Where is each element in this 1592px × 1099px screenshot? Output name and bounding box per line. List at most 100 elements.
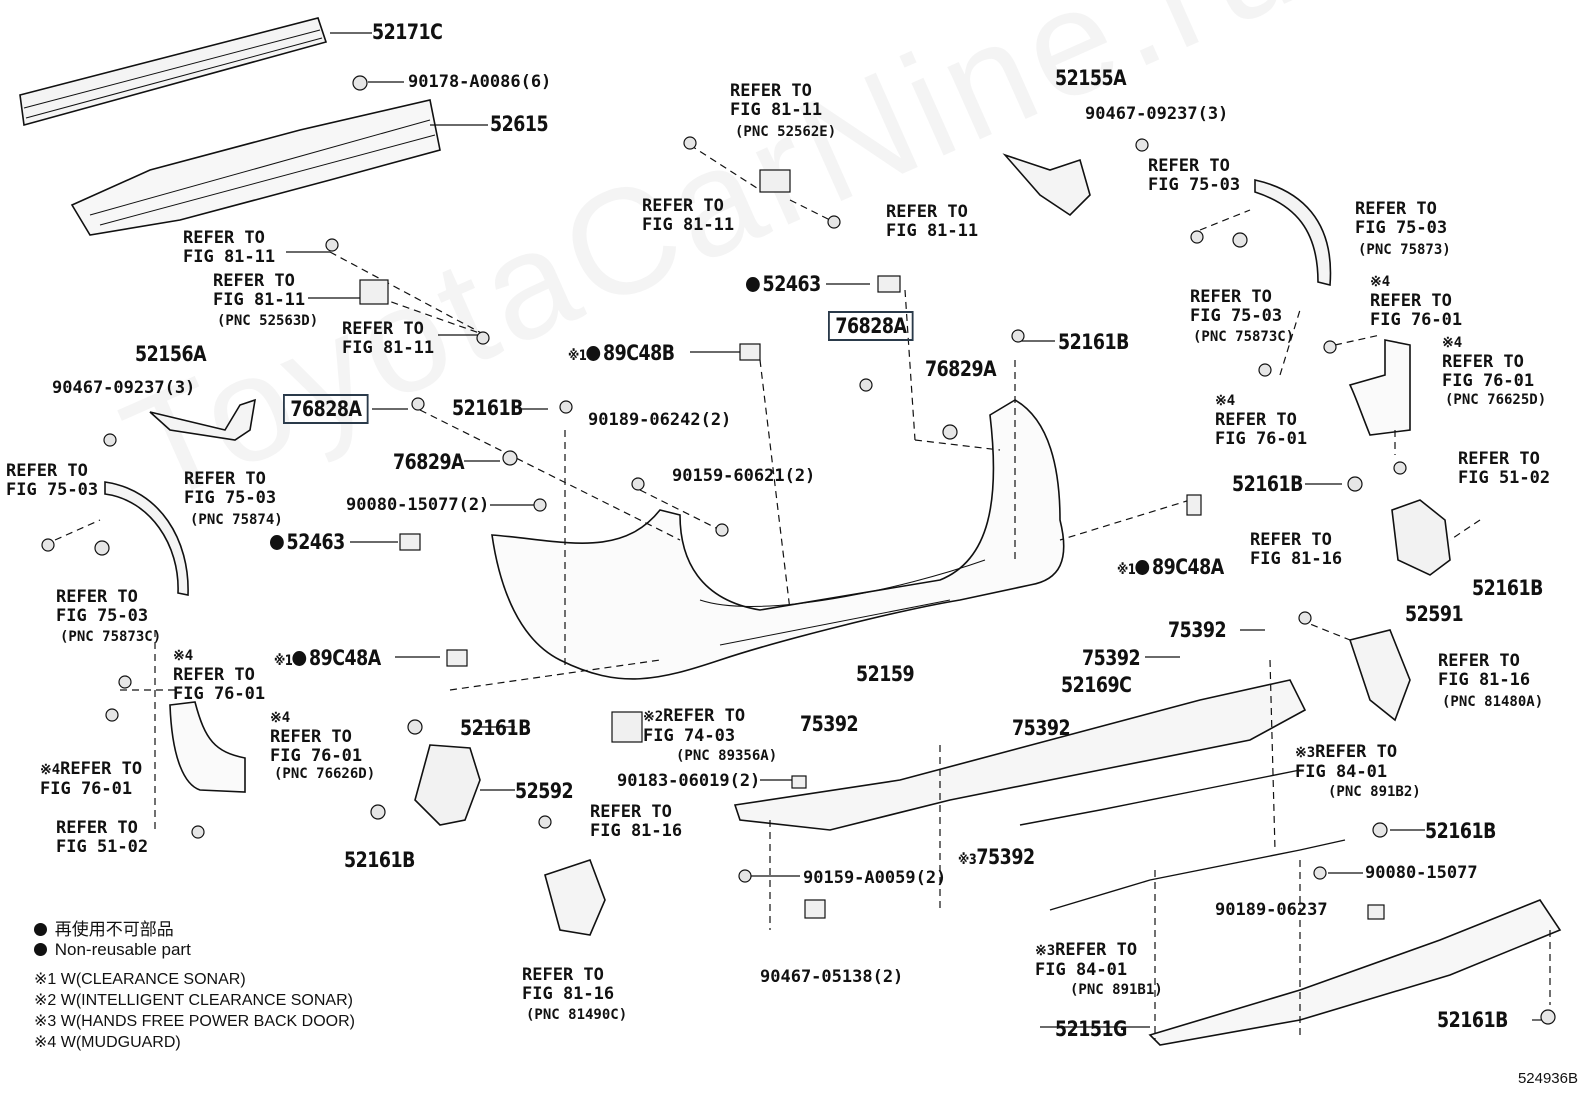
- clip-o: [1323, 340, 1337, 354]
- clip-90189: [1367, 904, 1385, 920]
- sensor-bracket-52591: [1391, 499, 1451, 576]
- part-52161b-c: 52161B: [1232, 472, 1303, 496]
- clip-w: [407, 719, 423, 735]
- lower-skirt-52169c: [733, 679, 1307, 831]
- ref-pnc-81490c: (PNC 81490C): [526, 1007, 628, 1023]
- clip-90183: [791, 775, 807, 789]
- drawing-code: 524936B: [1517, 1070, 1578, 1087]
- ref-fig-81-16-b: REFER TO FIG 81-16: [1438, 651, 1531, 690]
- part-90080-right: 90080-15077: [1365, 863, 1478, 883]
- ref-fig-75-03-f: REFER TO FIG 75-03: [1190, 287, 1283, 326]
- part-52161b-a: 52161B: [452, 396, 523, 420]
- part-90189-06237: 90189-06237: [1215, 900, 1328, 920]
- ref-fig-81-16-c: REFER TO FIG 81-16: [590, 802, 683, 841]
- legend-non-reusable-jp: 再使用不可部品: [34, 915, 174, 940]
- ref-pnc-52563d: (PNC 52563D): [217, 313, 319, 329]
- clip-c: [476, 331, 490, 345]
- hinge-81-11: [759, 169, 791, 193]
- part-52161b-i: 52161B: [1437, 1008, 1508, 1032]
- bracket-81-11-b: [359, 279, 389, 305]
- legend-note-1: ※1 W(CLEARANCE SONAR): [34, 971, 246, 988]
- part-52161b-b: 52161B: [1058, 330, 1129, 354]
- energy-absorber-52615: [70, 99, 441, 236]
- ref-pnc-75874: (PNC 75874): [190, 512, 283, 528]
- ref-fig-81-11-f: REFER TO FIG 81-11: [886, 202, 979, 241]
- cap-52463-l: [399, 533, 421, 551]
- ref-pnc-76626d: (PNC 76626D): [274, 766, 376, 782]
- part-75392-e: ※375392: [958, 845, 1035, 869]
- ref-fig-81-16-d: REFER TO FIG 81-16: [522, 965, 615, 1004]
- clip-r: [1347, 476, 1363, 492]
- ref-pnc-891b1: (PNC 891B1): [1070, 982, 1163, 998]
- side-retainer-52156a: [149, 398, 257, 441]
- ref-pnc-75873: (PNC 75873): [1358, 242, 1451, 258]
- part-52155a: 52155A: [1055, 66, 1127, 90]
- part-76829a-center: 76829A: [925, 357, 997, 381]
- clip-g: [631, 477, 645, 491]
- bumper-cover-52159: [491, 399, 1065, 680]
- lower-molding-52151g: [1148, 899, 1562, 1046]
- mudguard-left: [169, 701, 246, 793]
- legend-note-2: ※2 W(INTELLIGENT CLEARANCE SONAR): [34, 992, 353, 1009]
- clip-ad: [118, 675, 132, 689]
- ref-fig-75-03-c: REFER TO FIG 75-03: [56, 587, 149, 626]
- part-75392-d: 75392: [1012, 716, 1071, 740]
- clip-u: [1313, 866, 1327, 880]
- part-76828a-left[interactable]: 76828A: [283, 394, 369, 424]
- clip-i: [859, 378, 873, 392]
- part-52169c: 52169C: [1061, 673, 1132, 697]
- part-76828a-center[interactable]: 76828A: [828, 311, 914, 341]
- clip-af: [191, 825, 205, 839]
- part-52161b-h: 52161B: [1425, 819, 1496, 843]
- part-90467-left: 90467-09237(3): [52, 378, 196, 398]
- sensor-wire: [1019, 769, 1301, 826]
- legend-note-4: ※4 W(MUDGUARD): [34, 1034, 181, 1051]
- sonar-panel: [611, 711, 643, 743]
- clip-h: [715, 523, 729, 537]
- non-reusable-dot: [746, 277, 760, 292]
- clip-ai: [559, 400, 573, 414]
- ref-fig-84-01-a: ※3REFER TO FIG 84-01: [1295, 742, 1398, 782]
- clip-z: [738, 869, 752, 883]
- part-90159-a0059: 90159-A0059(2): [803, 868, 947, 888]
- ref-pnc-89356a: (PNC 89356A): [676, 748, 778, 764]
- clip-j: [942, 424, 958, 440]
- ref-fig-76-01-c: ※4REFER TO FIG 76-01: [40, 759, 143, 799]
- part-52463-center: 52463: [746, 272, 821, 296]
- ref-fig-75-03-d: REFER TO FIG 75-03: [1148, 156, 1241, 195]
- ref-fig-75-03-b: REFER TO FIG 75-03: [184, 469, 277, 508]
- part-76829a-left: 76829A: [393, 450, 465, 474]
- clip-ah: [1011, 329, 1025, 343]
- part-52156a: 52156A: [135, 342, 207, 366]
- ref-fig-75-03-e: REFER TO FIG 75-03: [1355, 199, 1448, 238]
- clip-v: [1540, 1009, 1556, 1025]
- sonar-holder-a-r: [1186, 494, 1202, 516]
- legend-non-reusable-en: Non-reusable part: [34, 940, 191, 960]
- part-90467-right: 90467-09237(3): [1085, 104, 1229, 124]
- sonar-holder-b: [739, 343, 761, 361]
- part-75392-b: 75392: [1082, 646, 1141, 670]
- ref-pnc-52562e: (PNC 52562E): [735, 124, 837, 140]
- side-retainer-52155a: [1002, 153, 1091, 217]
- clip-aa: [103, 433, 117, 447]
- part-75392-c: 75392: [800, 712, 859, 736]
- part-52161b-f: 52161B: [460, 716, 531, 740]
- part-90183: 90183-06019(2): [617, 771, 761, 791]
- ref-fig-51-02-right: REFER TO FIG 51-02: [1458, 449, 1551, 488]
- clip-m: [1190, 230, 1204, 244]
- clip-q: [1393, 461, 1407, 475]
- ref-fig-81-16-a: REFER TO FIG 81-16: [1250, 530, 1343, 569]
- ref-pnc-75873c-left: (PNC 75873C): [60, 629, 162, 645]
- clip-e: [502, 450, 518, 466]
- part-52159: 52159: [856, 662, 915, 686]
- part-75392-a: 75392: [1168, 618, 1227, 642]
- part-52592: 52592: [515, 779, 574, 803]
